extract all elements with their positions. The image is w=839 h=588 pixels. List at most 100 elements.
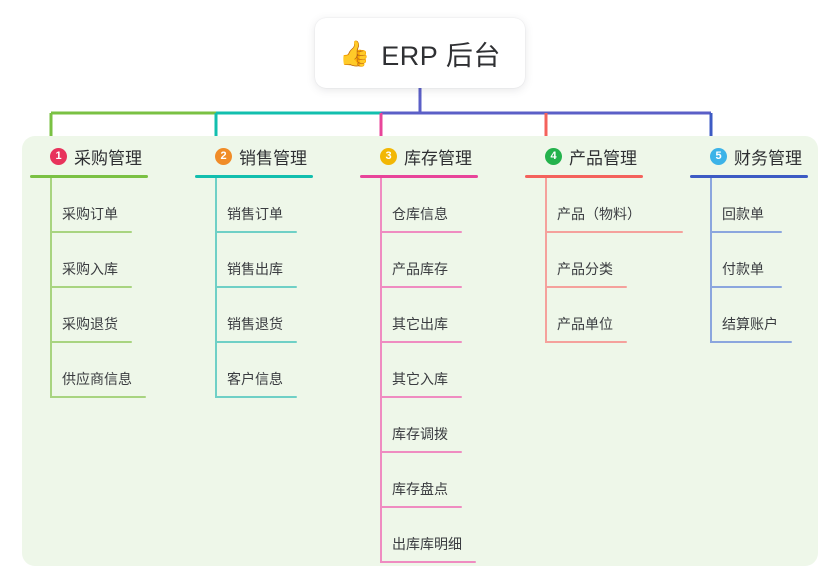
branch-number-badge: 2 [215,147,232,165]
branch-title: 财务管理 [734,148,802,168]
leaf-node[interactable]: 产品分类 [545,233,675,288]
leaf-node[interactable]: 仓库信息 [380,178,510,233]
leaf-node[interactable]: 其它入库 [380,343,510,398]
leaf-rule [50,396,146,398]
branch-items-list: 回款单付款单结算账户 [690,178,830,343]
branch-number-badge: 3 [380,147,397,165]
leaf-label: 产品（物料） [557,206,641,222]
branch-title: 采购管理 [74,148,142,168]
leaf-rule [380,341,462,343]
leaf-label: 其它入库 [392,371,448,387]
leaf-node[interactable]: 产品库存 [380,233,510,288]
leaf-rule [215,341,297,343]
leaf-rule [710,286,782,288]
leaf-node[interactable]: 采购退货 [50,288,180,343]
root-node[interactable]: 👍 ERP 后台 [315,18,525,88]
leaf-node[interactable]: 结算账户 [710,288,830,343]
branch-header-rule [690,175,808,178]
leaf-label: 产品分类 [557,261,613,277]
leaf-node[interactable]: 销售退货 [215,288,345,343]
leaf-label: 其它出库 [392,316,448,332]
leaf-node[interactable]: 库存调拨 [380,398,510,453]
leaf-rule [710,341,792,343]
branch-number-badge: 4 [545,147,562,165]
branch-title: 产品管理 [569,148,637,168]
branch-items-list: 产品（物料） 产品分类产品单位 [525,178,683,343]
leaf-node[interactable]: 产品单位 [545,288,675,343]
leaf-label: 产品单位 [557,316,613,332]
leaf-node[interactable]: 库存盘点 [380,453,510,508]
leaf-rule [215,286,297,288]
branch-column-1: 1 采购管理采购订单采购入库采购退货供应商信息 [30,142,180,398]
leaf-node[interactable]: 销售订单 [215,178,345,233]
leaf-rule [380,506,462,508]
branch-header-rule [525,175,643,178]
branch-title: 销售管理 [239,148,307,168]
branch-header-4[interactable]: 4 产品管理 [525,142,675,170]
leaf-node[interactable]: 其它出库 [380,288,510,343]
branches-panel [22,136,818,566]
branch-number-badge: 5 [710,147,727,165]
leaf-node[interactable]: 供应商信息 [50,343,180,398]
leaf-node[interactable]: 客户信息 [215,343,345,398]
leaf-rule [50,341,132,343]
branch-header-5[interactable]: 5 财务管理 [690,142,830,170]
branch-column-3: 3 库存管理仓库信息产品库存其它出库其它入库库存调拨库存盘点出库库明细 [360,142,510,563]
leaf-label: 客户信息 [227,371,283,387]
leaf-label: 采购订单 [62,206,118,222]
branch-column-2: 2 销售管理销售订单销售出库销售退货客户信息 [195,142,345,398]
branch-number-badge: 1 [50,147,67,165]
root-title: ERP 后台 [381,40,501,71]
branch-header-1[interactable]: 1 采购管理 [30,142,180,170]
leaf-rule [380,231,462,233]
leaf-node[interactable]: 出库库明细 [380,508,510,563]
leaf-node[interactable]: 采购入库 [50,233,180,288]
leaf-label: 出库库明细 [392,536,462,552]
leaf-rule [545,231,683,233]
leaf-rule [215,396,297,398]
leaf-label: 销售订单 [227,206,283,222]
leaf-rule [50,231,132,233]
leaf-rule [380,561,476,563]
branch-header-rule [360,175,478,178]
leaf-node[interactable]: 采购订单 [50,178,180,233]
branch-items-list: 销售订单销售出库销售退货客户信息 [195,178,345,398]
leaf-label: 回款单 [722,206,764,222]
leaf-label: 仓库信息 [392,206,448,222]
leaf-label: 供应商信息 [62,371,132,387]
leaf-node[interactable]: 产品（物料） [545,178,683,233]
branch-spine [215,178,217,398]
leaf-label: 库存调拨 [392,426,448,442]
leaf-label: 结算账户 [722,316,778,332]
leaf-label: 库存盘点 [392,481,448,497]
leaf-label: 付款单 [722,261,764,277]
branch-header-3[interactable]: 3 库存管理 [360,142,510,170]
branch-header-2[interactable]: 2 销售管理 [195,142,345,170]
branch-column-5: 5 财务管理回款单付款单结算账户 [690,142,830,343]
branch-spine [710,178,712,343]
leaf-label: 销售退货 [227,316,283,332]
branch-header-rule [30,175,148,178]
branch-items-list: 仓库信息产品库存其它出库其它入库库存调拨库存盘点出库库明细 [360,178,510,563]
leaf-rule [50,286,132,288]
branch-column-4: 4 产品管理产品（物料） 产品分类产品单位 [525,142,683,343]
leaf-rule [215,231,297,233]
leaf-rule [545,341,627,343]
leaf-node[interactable]: 付款单 [710,233,830,288]
leaf-node[interactable]: 销售出库 [215,233,345,288]
branch-spine [50,178,52,398]
leaf-rule [380,451,462,453]
leaf-rule [380,286,462,288]
branch-title: 库存管理 [404,148,472,168]
branch-header-rule [195,175,313,178]
leaf-node[interactable]: 回款单 [710,178,830,233]
leaf-rule [710,231,782,233]
thumbs-up-emoji: 👍 [339,39,371,68]
branch-spine [380,178,382,563]
leaf-label: 采购退货 [62,316,118,332]
leaf-rule [380,396,462,398]
branch-spine [545,178,547,343]
leaf-label: 产品库存 [392,261,448,277]
branch-items-list: 采购订单采购入库采购退货供应商信息 [30,178,180,398]
